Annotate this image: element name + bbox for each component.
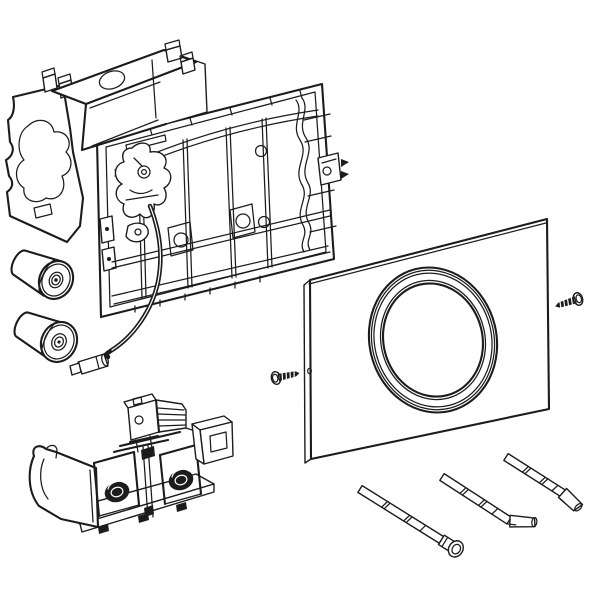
lever-mechanism [114, 142, 172, 243]
protection-plate [4, 67, 85, 244]
servo-motor-icon [123, 393, 187, 453]
screw-icon [270, 370, 300, 386]
mounting-pin [357, 484, 464, 558]
valve-cage [92, 450, 141, 518]
flush-plate [303, 217, 551, 464]
connection-cable [69, 203, 163, 376]
side-clip-icon [317, 152, 349, 186]
protection-cover [50, 39, 208, 152]
mounting-pin [503, 452, 584, 512]
screw-icon [555, 292, 584, 308]
battery [13, 311, 79, 364]
screw-hole [307, 367, 312, 375]
ring-button [367, 266, 499, 414]
plug-connector-icon [69, 353, 109, 376]
mounting-frame [95, 82, 349, 319]
servo-unit [28, 393, 234, 534]
battery [10, 249, 75, 301]
clip-tab-icon [164, 39, 196, 75]
mounting-pin [439, 472, 538, 528]
oval-opening [98, 70, 126, 90]
control-box [185, 415, 234, 465]
valve-cage [158, 443, 203, 506]
